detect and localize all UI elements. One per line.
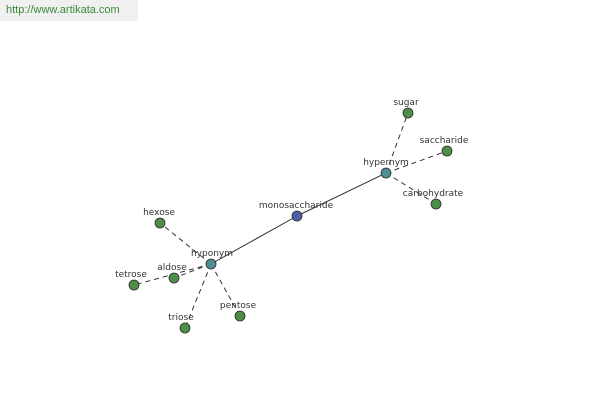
label-hypernym[interactable]: hypernym [363, 158, 409, 168]
edge-monosaccharide-hypernym [296, 172, 387, 217]
edge-hypernym-sugar [385, 112, 409, 174]
node-sugar[interactable] [402, 107, 414, 119]
site-url-banner[interactable]: http://www.artikata.com [0, 0, 138, 21]
label-hyponym[interactable]: hyponym [191, 249, 233, 259]
node-pentose[interactable] [234, 310, 246, 322]
edge-hyponym-aldose [173, 263, 212, 279]
label-monosaccharide[interactable]: monosaccharide [259, 201, 334, 211]
label-pentose[interactable]: pentose [220, 301, 257, 311]
label-hexose[interactable]: hexose [143, 208, 175, 218]
node-hexose[interactable] [154, 217, 166, 229]
node-hypernym[interactable] [380, 167, 392, 179]
nodes-layer [128, 107, 453, 334]
node-carbohydrate[interactable] [430, 198, 442, 210]
edge-hypernym-saccharide [385, 150, 448, 174]
node-tetrose[interactable] [128, 279, 140, 291]
node-monosaccharide[interactable] [291, 210, 303, 222]
edge-hypernym-carbohydrate [385, 172, 437, 205]
node-aldose[interactable] [168, 272, 180, 284]
label-tetrose[interactable]: tetrose [115, 270, 147, 280]
label-carbohydrate[interactable]: carbohydrate [403, 189, 464, 199]
label-sugar[interactable]: sugar [393, 98, 419, 108]
node-triose[interactable] [179, 322, 191, 334]
label-triose[interactable]: triose [168, 313, 194, 323]
labels-layer: monosaccharide hypernym hyponym sugar saccha… [115, 98, 469, 323]
edge-hyponym-hexose [159, 222, 212, 265]
edge-hyponym-triose [184, 263, 212, 329]
label-aldose[interactable]: aldose [157, 263, 187, 273]
edge-monosaccharide-hyponym [210, 215, 298, 265]
node-saccharide[interactable] [441, 145, 453, 157]
label-saccharide[interactable]: saccharide [420, 136, 469, 146]
edge-hyponym-pentose [210, 263, 241, 317]
node-hyponym[interactable] [205, 258, 217, 270]
edges-layer [133, 112, 448, 329]
